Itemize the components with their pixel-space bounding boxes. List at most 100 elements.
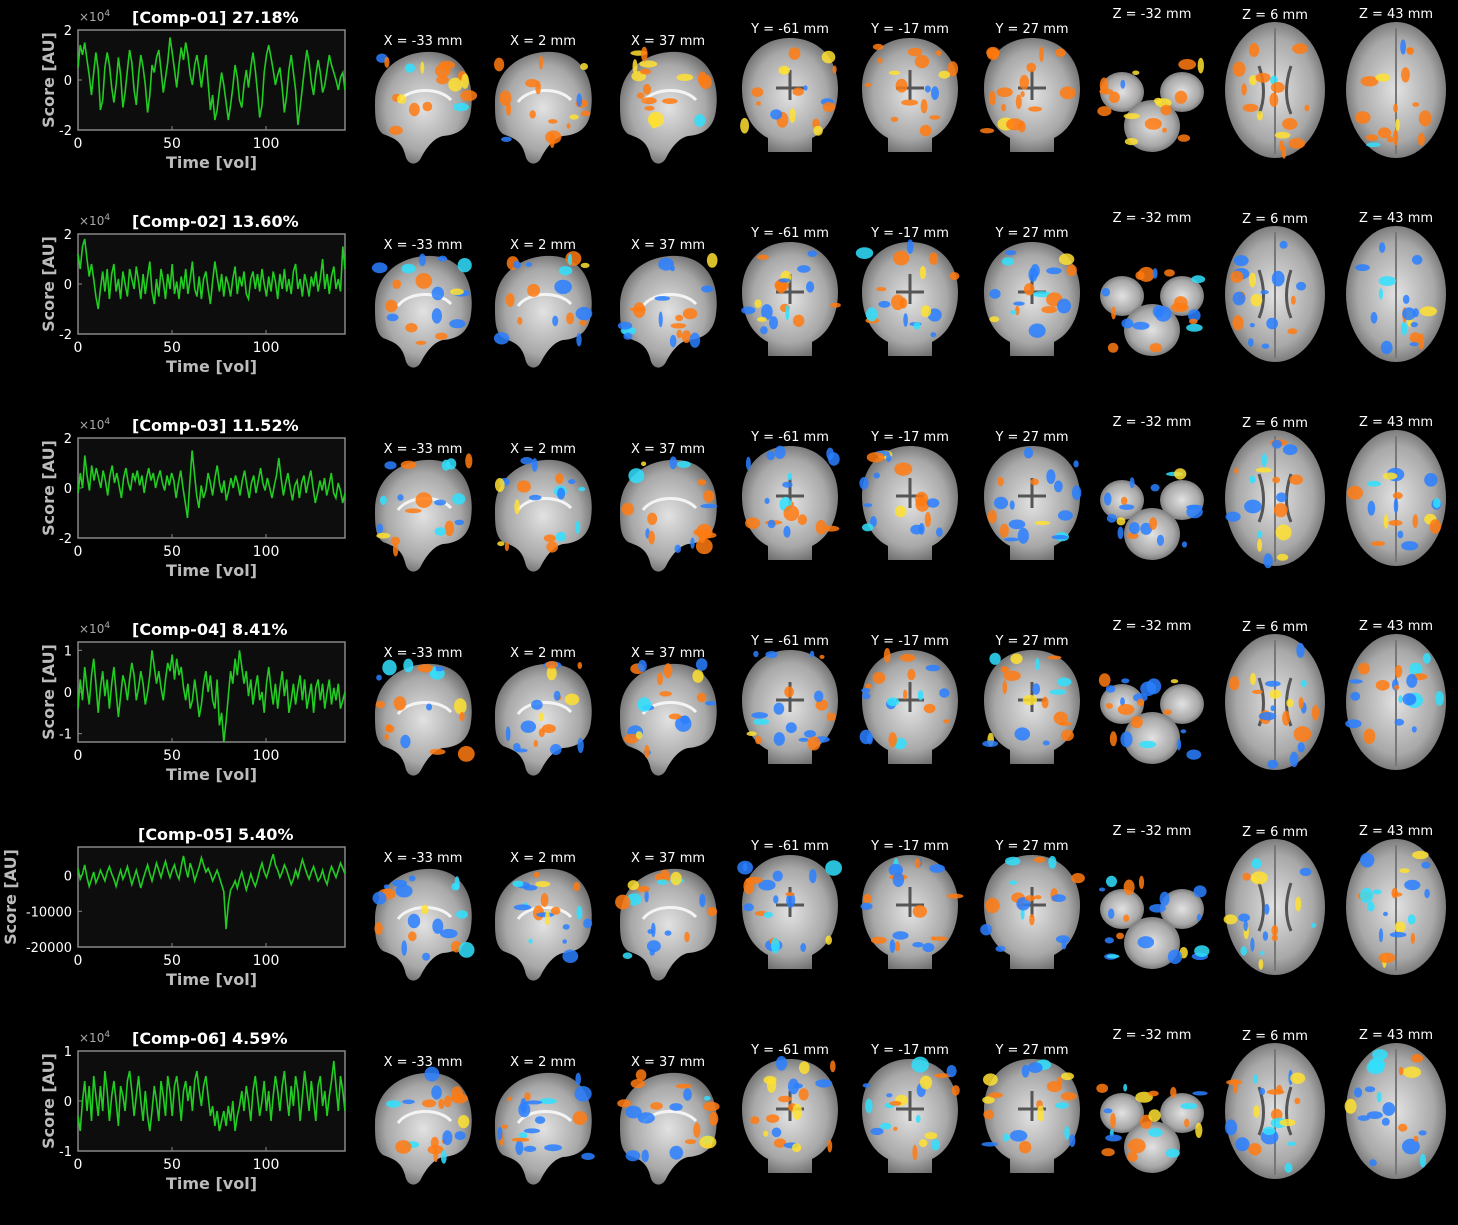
slice-label: Y = -61 mm — [751, 634, 829, 649]
activation-blob — [1355, 264, 1370, 272]
activation-blob — [457, 746, 475, 762]
activation-blob — [1398, 1066, 1404, 1076]
slice-label: X = 2 mm — [510, 238, 576, 253]
x-tick-label: 100 — [253, 748, 280, 764]
activation-blob — [1053, 711, 1068, 725]
activation-blob — [1282, 118, 1298, 130]
slice-label: Y = -17 mm — [871, 1043, 949, 1058]
brain-slice — [1099, 875, 1210, 969]
activation-blob — [745, 456, 751, 471]
activation-blob — [1261, 343, 1270, 349]
activation-blob — [1058, 253, 1075, 265]
activation-blob — [669, 334, 677, 348]
slice-label: Z = 43 mm — [1358, 824, 1434, 839]
activation-blob — [568, 479, 576, 485]
activation-blob — [435, 64, 451, 78]
activation-blob — [1156, 534, 1165, 546]
y-tick-label: -20000 — [26, 941, 72, 956]
x-tick-label: 0 — [74, 953, 83, 969]
activation-blob — [1401, 67, 1410, 83]
brain-slice — [1345, 634, 1446, 770]
activation-blob — [1409, 662, 1423, 676]
activation-blob — [1292, 43, 1308, 54]
activation-blob — [1165, 1148, 1180, 1158]
activation-blob — [1393, 498, 1399, 514]
activation-blob — [1108, 91, 1120, 104]
slice-label: Y = -17 mm — [871, 839, 949, 854]
y-axis-label: Score [AU] — [39, 440, 58, 536]
brain-slice — [1346, 839, 1446, 975]
slice-label: Z = 6 mm — [1242, 825, 1308, 840]
activation-blob — [1146, 678, 1162, 695]
activation-blob — [523, 1128, 541, 1134]
activation-blob — [877, 57, 883, 64]
activation-blob — [989, 652, 1001, 665]
activation-blob — [431, 286, 444, 301]
activation-blob — [384, 733, 389, 741]
activation-blob — [1096, 1083, 1109, 1093]
activation-blob — [822, 102, 836, 112]
activation-blob — [454, 698, 467, 715]
activation-blob — [581, 1152, 595, 1160]
activation-blob — [432, 666, 437, 678]
activation-blob — [814, 690, 824, 702]
activation-blob — [883, 648, 891, 663]
activation-blob — [642, 83, 652, 95]
activation-blob — [996, 87, 1013, 97]
activation-blob — [763, 1075, 777, 1085]
activation-blob — [1398, 1123, 1408, 1132]
activation-blob — [1119, 504, 1135, 510]
activation-blob — [784, 686, 794, 698]
activation-blob — [755, 735, 762, 745]
brain-slice — [494, 457, 592, 572]
activation-blob — [546, 541, 558, 553]
activation-blob — [1402, 294, 1410, 304]
activation-blob — [1167, 949, 1183, 964]
activation-blob — [825, 860, 842, 876]
activation-blob — [457, 1115, 470, 1129]
activation-blob — [1261, 453, 1267, 468]
activation-blob — [907, 668, 916, 681]
activation-blob — [1120, 79, 1126, 89]
activation-blob — [555, 473, 564, 485]
activation-blob — [1282, 710, 1290, 726]
brain-slice — [860, 855, 964, 969]
activation-blob — [1129, 522, 1140, 535]
activation-blob — [659, 691, 672, 697]
activation-blob — [635, 1069, 647, 1081]
brain-slice — [615, 868, 718, 981]
activation-blob — [1022, 694, 1037, 706]
activation-blob — [1253, 1105, 1260, 1118]
timeseries-line — [77, 650, 346, 743]
activation-blob — [692, 669, 704, 683]
activation-blob — [400, 734, 411, 749]
activation-blob — [1249, 75, 1257, 86]
activation-blob — [1008, 880, 1018, 885]
activation-blob — [513, 904, 532, 911]
activation-blob — [1366, 1111, 1383, 1119]
activation-blob — [1164, 269, 1175, 277]
component-title: [Comp-04] 8.41% — [132, 620, 288, 639]
slice-label: X = 37 mm — [630, 34, 706, 49]
activation-blob — [934, 1073, 952, 1078]
activation-blob — [554, 279, 572, 295]
slice-label: X = 2 mm — [510, 1055, 576, 1070]
activation-blob — [982, 740, 999, 747]
activation-blob — [793, 314, 805, 327]
activation-blob — [415, 492, 433, 508]
activation-blob — [675, 1083, 692, 1089]
activation-blob — [1264, 680, 1281, 687]
slice-label: Z = 6 mm — [1242, 620, 1308, 635]
activation-blob — [1117, 526, 1124, 540]
activation-blob — [1232, 61, 1246, 77]
slice-label: Z = 6 mm — [1242, 416, 1308, 431]
activation-blob — [1357, 1115, 1370, 1121]
activation-blob — [1372, 1049, 1388, 1061]
activation-blob — [641, 97, 657, 105]
activation-blob — [1138, 875, 1145, 889]
activation-blob — [525, 79, 539, 88]
activation-blob — [931, 86, 939, 100]
activation-blob — [583, 918, 593, 929]
